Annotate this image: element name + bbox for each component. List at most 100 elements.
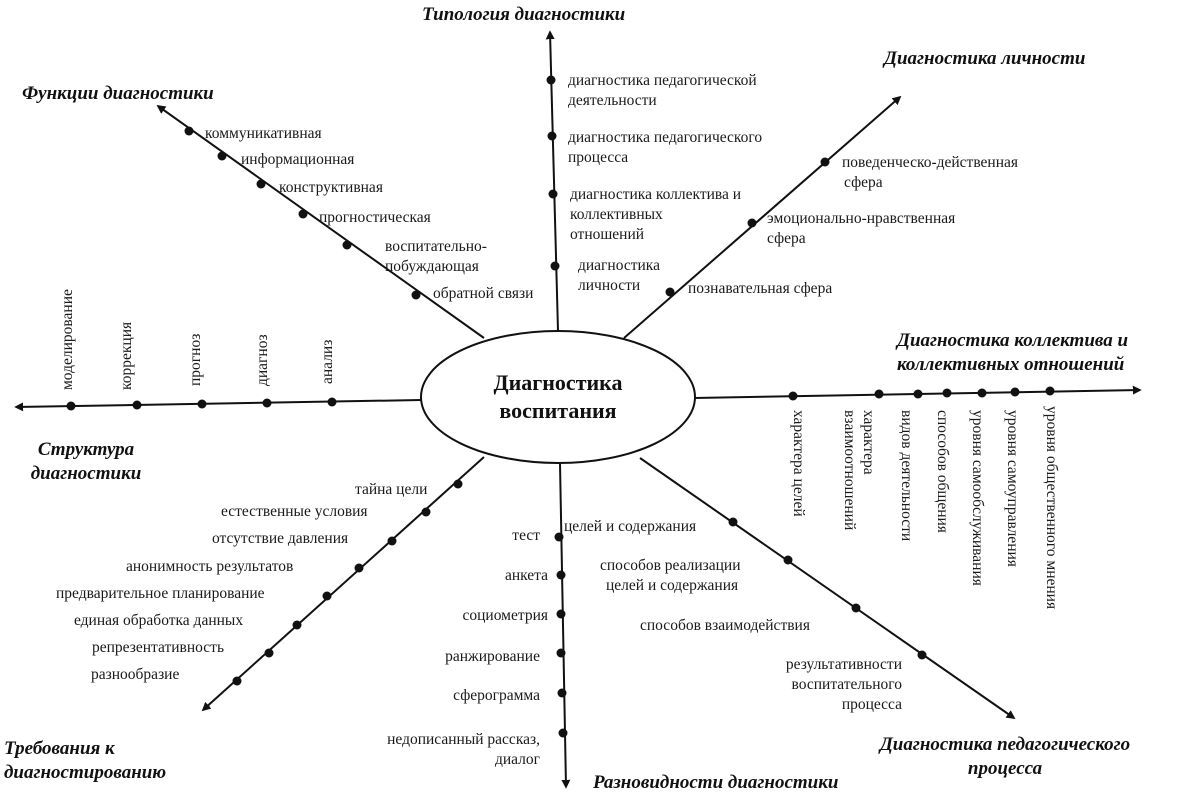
- collective-dot: [913, 389, 923, 399]
- structure-dot: [197, 399, 207, 409]
- structure-title: Структура диагностики: [30, 439, 142, 484]
- functions-item: коммуникативная: [205, 125, 322, 142]
- process-item: целей и содержания: [564, 518, 697, 535]
- typology-dot: [548, 189, 558, 199]
- varieties-dot: [557, 688, 567, 698]
- structure-item: прогноз: [187, 333, 204, 386]
- collective-item: способов общения: [934, 410, 951, 533]
- functions-title: Функции диагностики: [22, 83, 214, 104]
- typology-item: диагностика педагогической деятельности: [568, 72, 757, 109]
- collective-dot: [1045, 386, 1055, 396]
- functions-dot: [342, 240, 352, 250]
- spoke-personality: [623, 95, 902, 339]
- functions-item: информационная: [241, 151, 355, 168]
- collective-dot: [1010, 387, 1020, 397]
- process-item: способов реализации целей и содержания: [600, 557, 741, 594]
- process-dot: [851, 603, 861, 613]
- personality-title: Диагностика личности: [884, 48, 1086, 69]
- varieties-item: недописанный рассказ, диалог: [387, 731, 540, 768]
- spoke-requirements: [201, 456, 485, 712]
- process-item: способов взаимодействия: [640, 617, 810, 634]
- structure-dot: [262, 398, 272, 408]
- varieties-item: социометрия: [462, 607, 549, 624]
- requirements-dot: [387, 536, 397, 546]
- collective-dot: [942, 388, 952, 398]
- functions-dot: [411, 290, 421, 300]
- varieties-dot: [556, 570, 566, 580]
- structure-item: анализ: [319, 339, 336, 384]
- requirements-dot: [421, 507, 431, 517]
- typology-title: Типология диагностики: [422, 4, 626, 25]
- requirements-dot: [453, 479, 463, 489]
- spoke-structure: [14, 399, 422, 412]
- requirements-item: единая обработка данных: [74, 612, 244, 629]
- collective-dot: [977, 388, 987, 398]
- requirements-item: отсутствие давления: [212, 530, 349, 547]
- spoke-varieties: [559, 462, 571, 789]
- process-item: результативности воспитательного процесс…: [785, 656, 902, 713]
- personality-dot: [747, 218, 757, 228]
- varieties-item: тест: [512, 527, 540, 544]
- requirements-dot: [354, 563, 364, 573]
- center-label-line: воспитания: [499, 398, 617, 423]
- collective-dot: [788, 391, 798, 401]
- personality-item: познавательная сфера: [688, 280, 833, 297]
- personality-dot: [665, 287, 675, 297]
- process-dot: [783, 555, 793, 565]
- varieties-title: Разновидности диагностики: [593, 772, 839, 793]
- personality-dot: [820, 157, 830, 167]
- collective-dot: [874, 389, 884, 399]
- requirements-item: репрезентативность: [92, 639, 225, 656]
- functions-dot: [298, 209, 308, 219]
- center-label: Диагностика воспитания: [420, 330, 696, 464]
- structure-dot: [327, 397, 337, 407]
- collective-item: уровня самообслуживания: [969, 410, 986, 586]
- collective-item: уровня общественного мнения: [1043, 406, 1060, 610]
- varieties-dot: [556, 648, 566, 658]
- collective-item: характера целей: [790, 410, 807, 517]
- typology-item: диагностика коллектива и коллективных от…: [570, 186, 742, 243]
- structure-item: моделирование: [59, 289, 76, 390]
- requirements-dot: [264, 648, 274, 658]
- typology-dot: [546, 75, 556, 85]
- spoke-functions: [156, 104, 485, 339]
- functions-dot: [184, 126, 194, 136]
- typology-dot: [550, 261, 560, 271]
- process-dot: [917, 650, 927, 660]
- structure-dot: [66, 401, 76, 411]
- varieties-dot: [554, 532, 564, 542]
- requirements-item: естественные условия: [221, 503, 368, 520]
- structure-item: коррекция: [118, 321, 135, 390]
- functions-dot: [217, 151, 227, 161]
- requirements-dot: [232, 676, 242, 686]
- varieties-dot: [558, 728, 568, 738]
- typology-item: диагностика педагогического процесса: [568, 129, 763, 166]
- typology-dot: [547, 131, 557, 141]
- functions-item: воспитательно- побуждающая: [385, 238, 487, 275]
- structure-item: диагноз: [254, 334, 271, 386]
- collective-title: Диагностика коллектива и коллективных от…: [897, 330, 1129, 375]
- collective-item: уровня самоуправления: [1004, 410, 1021, 567]
- varieties-dot: [556, 609, 566, 619]
- requirements-item: анонимность результатов: [126, 558, 294, 575]
- requirements-item: предварительное планирование: [56, 585, 265, 602]
- personality-item: поведенческо-действенная сфера: [842, 154, 1019, 191]
- typology-item: диагностика личности: [578, 257, 660, 294]
- requirements-item: разнообразие: [91, 666, 180, 683]
- collective-item: видов деятельности: [898, 410, 915, 542]
- varieties-item: ранжирование: [445, 648, 540, 665]
- varieties-item: анкета: [504, 567, 548, 584]
- spoke-process: [639, 457, 1016, 720]
- requirements-item: тайна цели: [355, 481, 428, 498]
- requirements-dot: [292, 620, 302, 630]
- requirements-title: Требования к диагностированию: [4, 738, 167, 783]
- functions-item: обратной связи: [433, 285, 534, 302]
- functions-item: конструктивная: [279, 179, 383, 196]
- collective-item: характера взаимоотношений: [841, 410, 877, 531]
- structure-dot: [132, 400, 142, 410]
- process-dot: [728, 517, 738, 527]
- personality-item: эмоционально-нравственная сфера: [767, 210, 956, 247]
- functions-item: прогностическая: [319, 209, 431, 226]
